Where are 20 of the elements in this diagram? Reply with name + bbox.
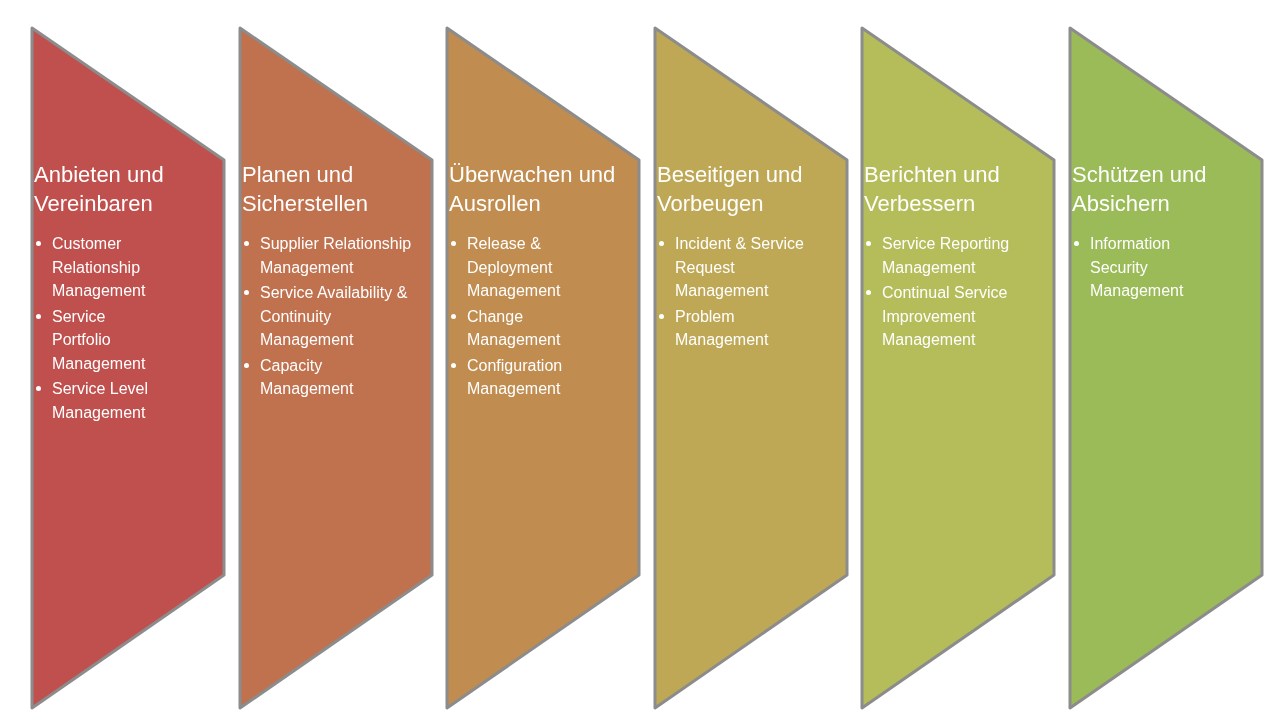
bullet-item: Change Management [449,304,589,352]
stage-heading: Anbieten und Vereinbaren [34,161,165,218]
bullet-item: Configuration Management [449,353,589,401]
bullet-item: Service Level Management [34,377,164,424]
bullet-item: Incident & Service Request Management [657,232,807,303]
bullet-item: Problem Management [657,304,807,352]
bullet-item: Information Security Management [1072,232,1207,303]
stage-heading: Planen und Sicherstellen [242,161,369,218]
bullet-item: Service Availability & Continuity Management [242,281,417,352]
stage-heading: Schützen und Absichern [1072,161,1208,218]
bullet-item: Supplier Relationship Management [242,232,417,279]
bullet-item: Capacity Management [242,353,417,401]
stage-heading: Beseitigen und Vorbeugen [657,161,804,218]
bullet-item: Continual Service Improvement Management [864,281,1029,352]
bullet-item: Service Portfolio Management [34,304,164,375]
bullet-item: Customer Relationship Management [34,232,164,303]
stage-heading: Überwachen und Ausrollen [449,161,617,218]
stage-heading: Berichten und Verbessern [864,161,1001,218]
bullet-item: Service Reporting Management [864,232,1029,279]
bullet-item: Release & Deployment Management [449,232,589,303]
